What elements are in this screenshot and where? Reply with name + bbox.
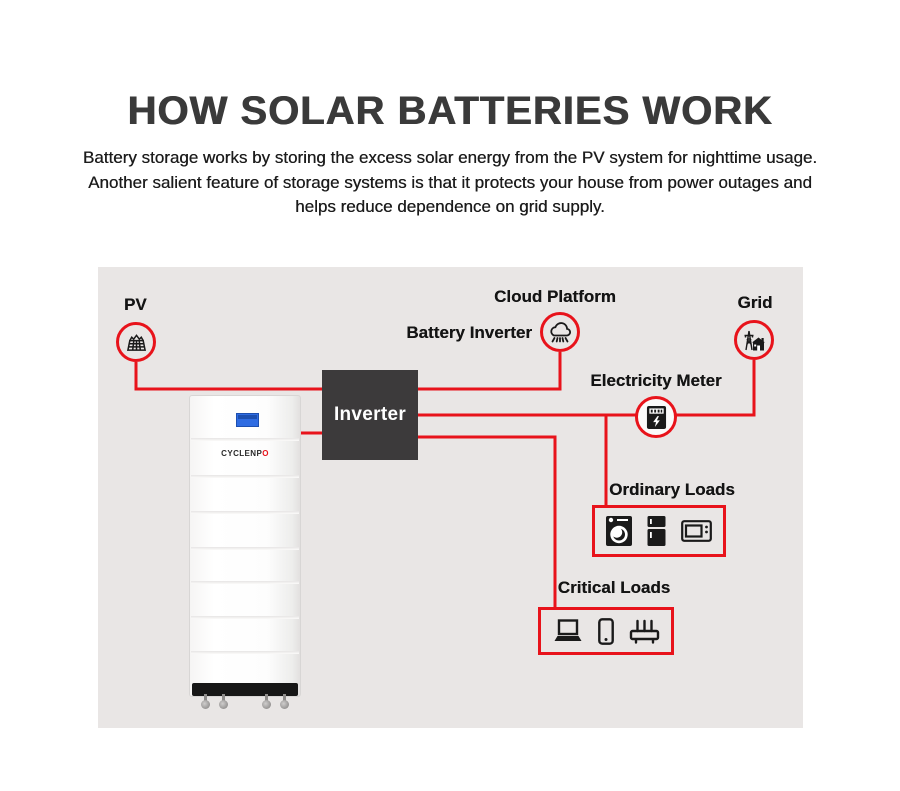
battery-caster-wheel [219, 694, 228, 709]
cloud-platform-node [540, 312, 580, 352]
battery-body: CYCLENPO [189, 395, 301, 697]
microwave-icon [681, 519, 712, 542]
battery-caster-wheel [201, 694, 210, 709]
wire-inverter-to-critical-loads [418, 435, 557, 610]
battery-seam [191, 651, 299, 654]
critical-loads-label: Critical Loads [557, 578, 671, 597]
description-line-2: Another salient feature of storage syste… [88, 172, 812, 192]
battery-caster-wheel [262, 694, 271, 709]
battery-seam [191, 511, 299, 514]
battery-brand-logo: CYCLENPO [221, 449, 269, 458]
diagram-panel: PV Cloud Platform Battery Inverter [98, 267, 803, 728]
battery-seam [191, 616, 299, 619]
wire-pv-to-inverter [134, 362, 322, 391]
battery-seam [191, 475, 299, 478]
cloud-icon [550, 321, 571, 342]
power-tower-house-icon [744, 330, 765, 350]
battery-caster-wheel [280, 694, 289, 709]
battery-display-screen [236, 413, 259, 427]
cloud-platform-label: Cloud Platform [494, 287, 616, 306]
laptop-icon [554, 619, 581, 641]
battery-seam [191, 581, 299, 584]
ordinary-loads-box [592, 505, 726, 557]
page-title: HOW SOLAR BATTERIES WORK [127, 89, 773, 133]
washing-machine-icon [606, 516, 632, 546]
description-line-1: Battery storage works by storing the exc… [82, 148, 818, 167]
battery-seam [191, 547, 299, 550]
battery-base [192, 683, 298, 696]
wifi-router-icon [629, 619, 659, 644]
battery-seam [191, 438, 299, 441]
inverter-label: Inverter [333, 404, 407, 425]
page-description: Battery storage works by storing the exc… [0, 146, 900, 220]
grid-node [734, 320, 774, 360]
battery-inverter-label: Battery Inverter [406, 323, 532, 342]
electricity-meter-icon [646, 405, 666, 429]
smartphone-icon [597, 617, 614, 645]
refrigerator-icon [647, 516, 666, 546]
grid-label: Grid [737, 293, 773, 312]
pv-label: PV [124, 295, 147, 314]
description-line-3: helps reduce dependence on grid supply. [295, 197, 605, 216]
electricity-meter-node [635, 396, 677, 438]
solar-panel-icon [126, 333, 146, 351]
electricity-meter-label: Electricity Meter [590, 371, 722, 390]
battery-tower: CYCLENPO [189, 395, 301, 710]
ordinary-loads-label: Ordinary Loads [609, 480, 735, 499]
critical-loads-box [538, 607, 674, 655]
wire-inverter-to-cloud [418, 352, 562, 391]
inverter-box: Inverter [322, 370, 418, 460]
pv-node [116, 322, 156, 362]
